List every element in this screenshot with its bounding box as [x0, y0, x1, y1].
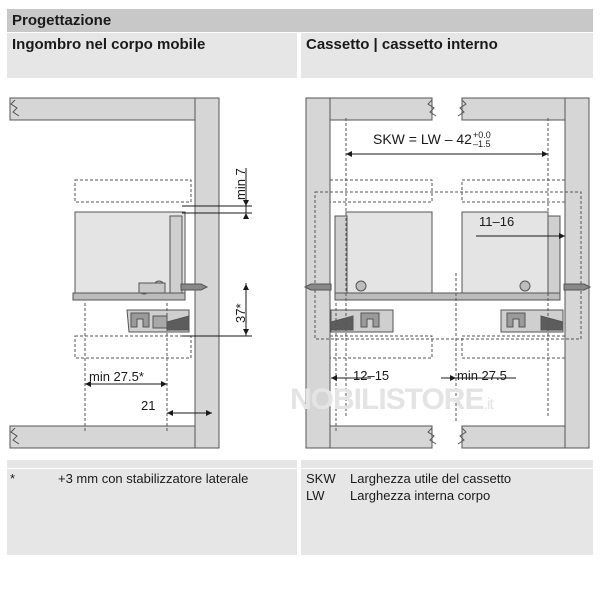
formula-sup: +0.0	[472, 130, 491, 141]
legend-text-skw: Larghezza utile del cassetto	[350, 471, 512, 486]
watermark-brand: NOBILISTORE	[290, 383, 484, 416]
cabinet-side-section-drawing	[9, 97, 252, 449]
left-diagram: min 7 37* min 27.5* 21	[7, 78, 297, 460]
left-panel-title: Ingombro nel corpo mobile	[12, 36, 206, 53]
right-wall	[564, 97, 590, 449]
formula-sub: –1.5	[472, 139, 491, 150]
left-notes-separator	[7, 468, 297, 469]
drawer-bottom	[72, 292, 186, 301]
dim-21: 21	[141, 398, 156, 413]
formula-main: SKW = LW – 42	[373, 131, 472, 147]
legend-key-lw: LW	[306, 488, 325, 503]
cabinet-front-section-drawing	[303, 97, 592, 449]
right-panel-title: Cassetto | cassetto interno	[306, 36, 498, 53]
section-title: Progettazione	[12, 12, 112, 29]
legend-text-lw: Larghezza interna corpo	[350, 488, 491, 503]
bottom-panel-right	[461, 425, 566, 449]
top-panel	[9, 97, 199, 121]
left-wall	[305, 97, 331, 449]
bottom-panel-left	[329, 425, 433, 449]
formula: SKW = LW – 42+0.0–1.5	[373, 131, 491, 149]
dashed-upper-drawer	[74, 179, 192, 203]
watermark: NOBILISTORE.it	[290, 383, 494, 417]
legend-key-skw: SKW	[306, 471, 336, 486]
dim-min27-5: min 27.5*	[89, 369, 144, 384]
right-diagram: SKW = LW – 42+0.0–1.5 11–16 12–15 min 27…	[301, 78, 593, 460]
top-panel-right	[461, 97, 566, 121]
watermark-tld: .it	[483, 396, 494, 413]
top-panel-left	[329, 97, 433, 121]
section-header: Progettazione	[7, 9, 593, 32]
dim-12-15: 12–15	[353, 368, 390, 383]
dim-37: 37*	[233, 303, 248, 323]
right-notes-separator	[301, 468, 593, 469]
footnote-key: *	[10, 471, 16, 486]
dashed-lower-drawer	[74, 335, 192, 359]
footnote-text: +3 mm con stabilizzatore laterale	[58, 471, 249, 486]
drawer-body	[74, 211, 186, 297]
dim-min27-5-right: min 27.5	[457, 368, 507, 383]
dim-min7: min 7	[233, 168, 248, 200]
side-wall	[194, 97, 220, 449]
bottom-panel	[9, 425, 199, 449]
screw	[180, 283, 209, 291]
dim-11-16: 11–16	[479, 214, 515, 229]
